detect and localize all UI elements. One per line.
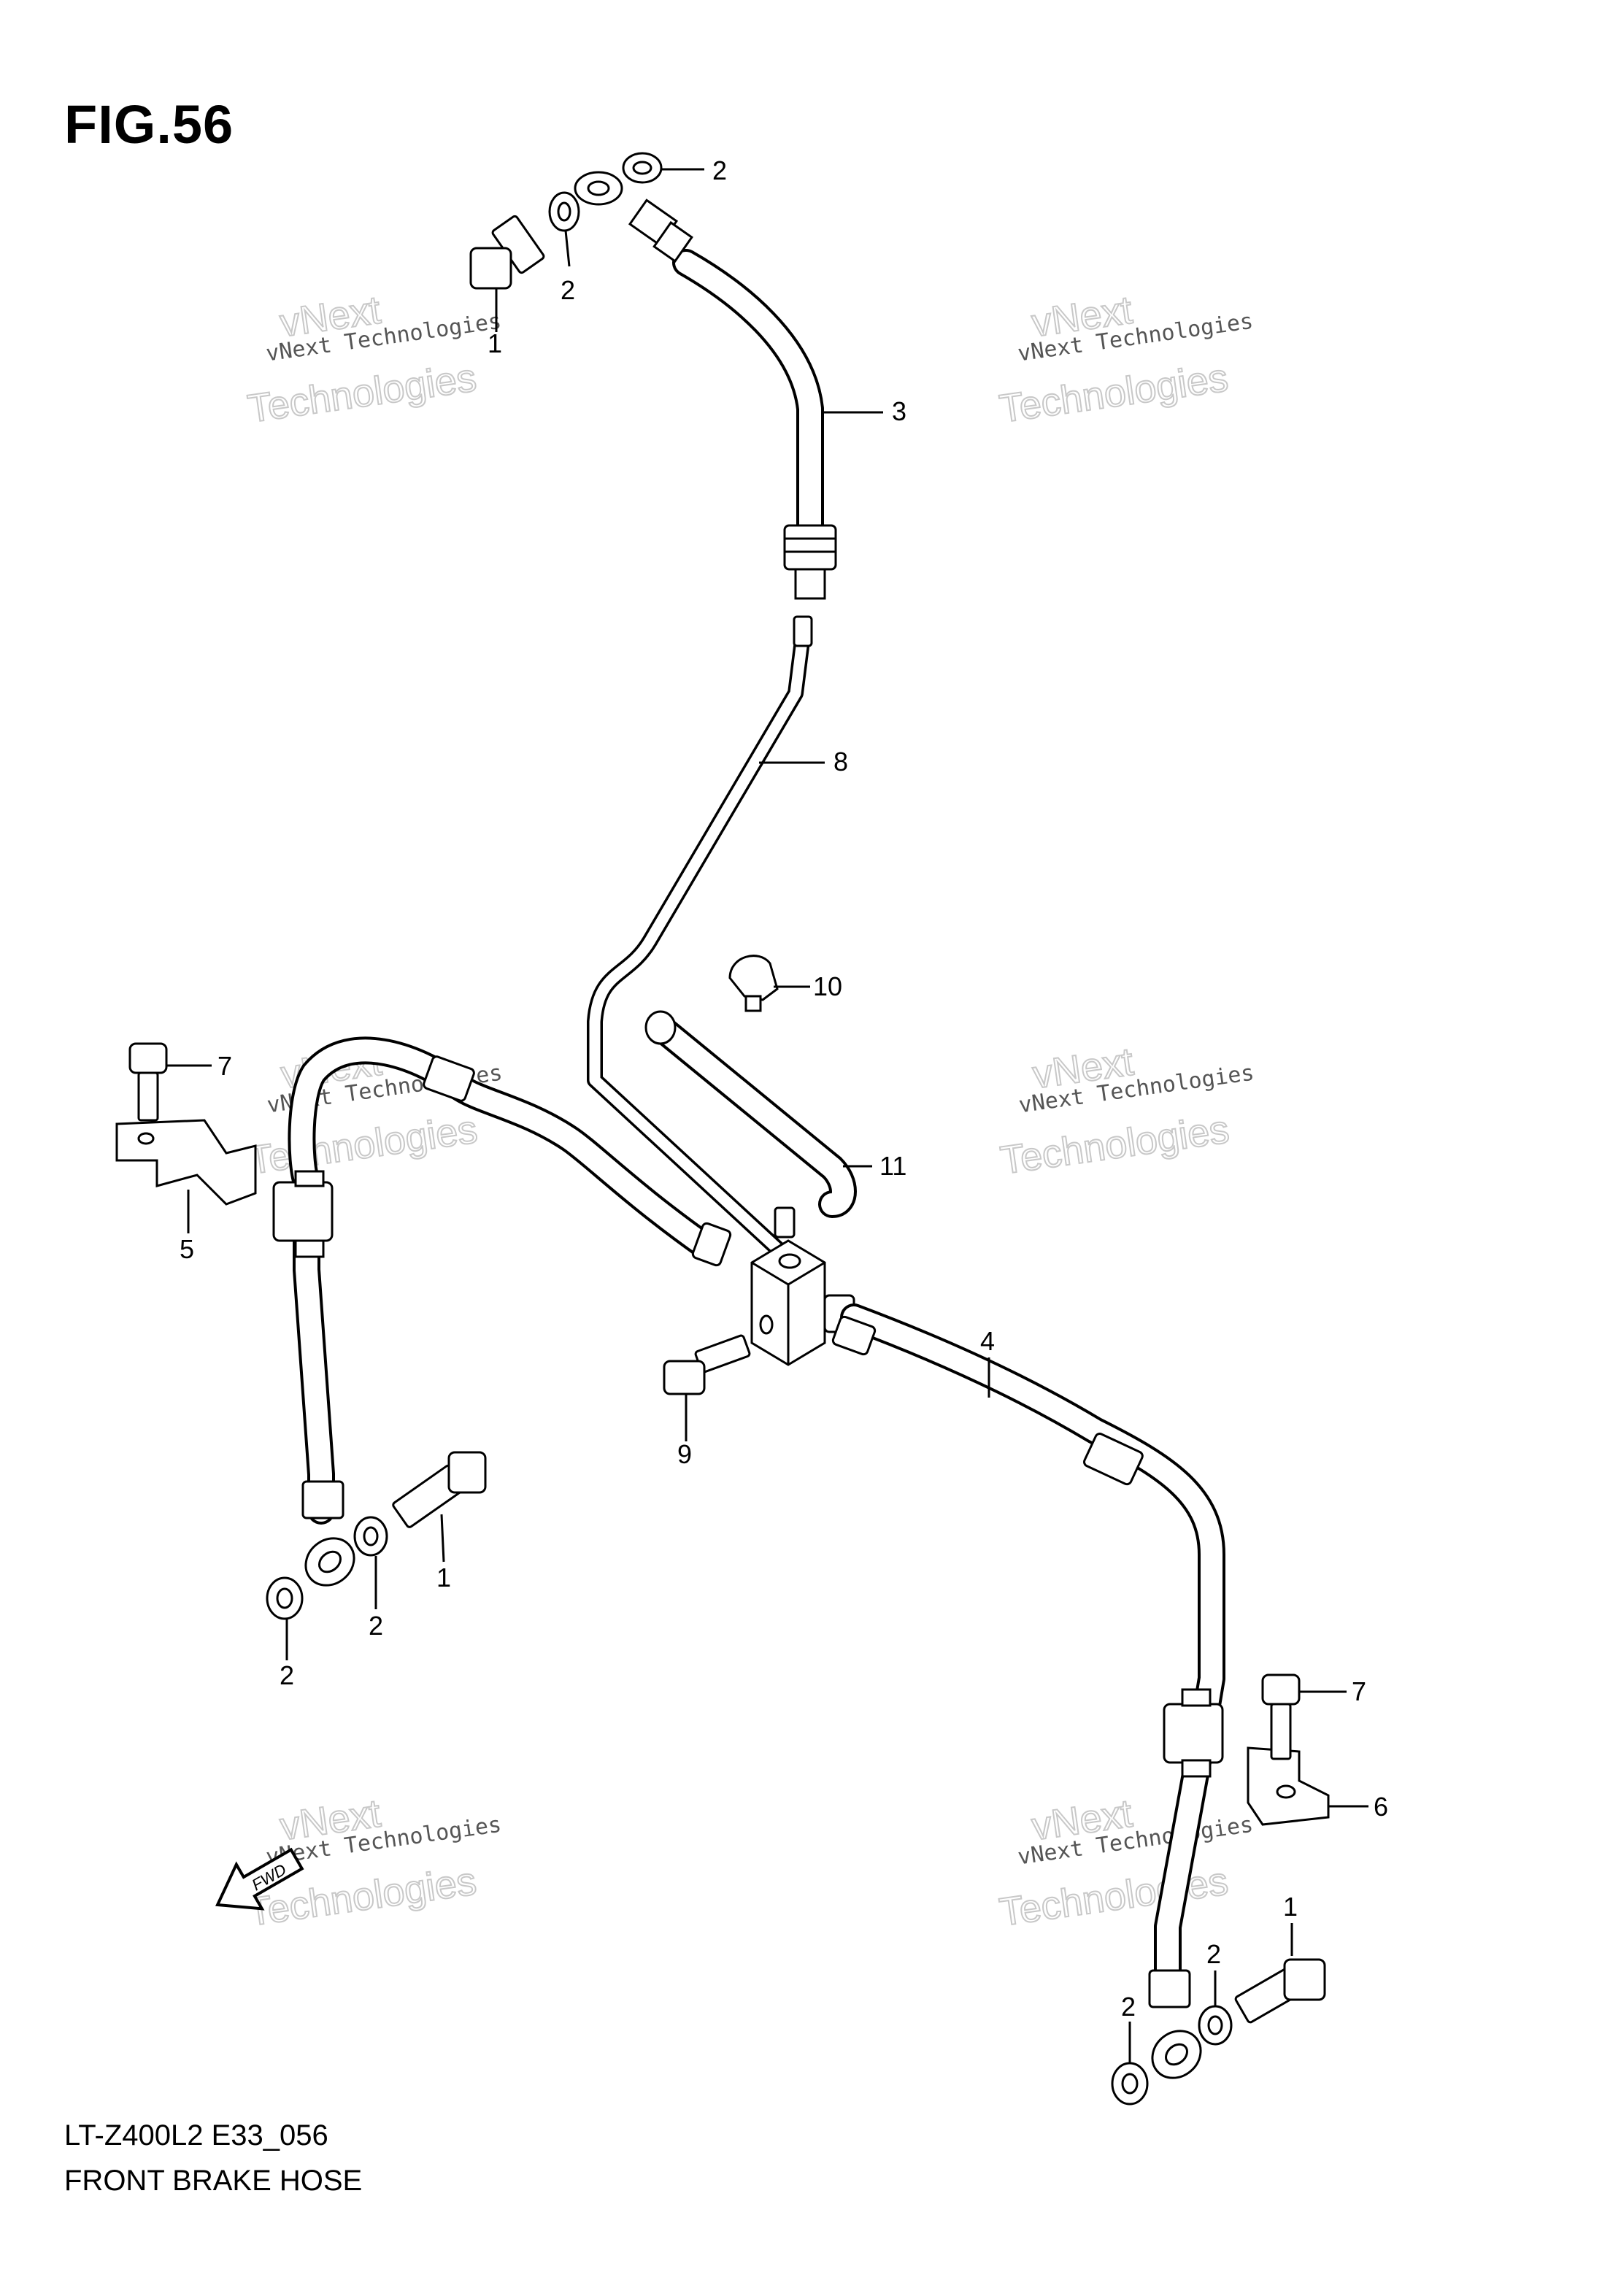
figure-title: FIG.56 bbox=[64, 94, 234, 155]
callout-2-top-right: 2 bbox=[712, 155, 727, 185]
callout-3: 3 bbox=[892, 396, 906, 426]
callout-7-right: 7 bbox=[1352, 1676, 1366, 1706]
washer-left-b bbox=[266, 1576, 304, 1660]
callout-1-top: 1 bbox=[488, 328, 502, 358]
washer-right-b bbox=[1111, 2022, 1149, 2106]
svg-text:Technologies: Technologies bbox=[997, 1859, 1231, 1934]
watermark-mid-right: vNext vNext Technologies Technologies bbox=[997, 1039, 1255, 1184]
brake-pipe bbox=[587, 615, 813, 1299]
right-hose-bracket bbox=[1247, 1746, 1368, 1826]
callout-2-right-b: 2 bbox=[1121, 1992, 1136, 2022]
washer-top-right bbox=[622, 152, 704, 184]
svg-text:Technologies: Technologies bbox=[997, 355, 1231, 431]
hose-clamp bbox=[728, 955, 779, 1012]
watermark-bottom-right: vNext vNext Technologies Technologies bbox=[996, 1791, 1255, 1935]
washer-top-left bbox=[548, 191, 580, 267]
callout-2-right-a: 2 bbox=[1206, 1939, 1221, 1969]
watermark-top-right: vNext vNext Technologies Technologies bbox=[996, 288, 1255, 432]
callout-6: 6 bbox=[1374, 1792, 1388, 1822]
callout-2-left-b: 2 bbox=[280, 1660, 294, 1690]
callout-5: 5 bbox=[180, 1234, 194, 1264]
watermark-bottom-left: vNext vNext Technologies Technologies bbox=[245, 1791, 503, 1935]
watermark-top-left: vNext vNext Technologies Technologies bbox=[245, 288, 503, 432]
right-brake-hose bbox=[831, 1303, 1225, 2079]
callout-2-left-a: 2 bbox=[369, 1611, 383, 1641]
upper-brake-hose bbox=[574, 171, 837, 600]
callout-11: 11 bbox=[879, 1151, 906, 1181]
left-hose-bracket bbox=[115, 1119, 257, 1233]
banjo-bolt-left bbox=[392, 1451, 487, 1563]
callout-7-left: 7 bbox=[217, 1051, 232, 1081]
bracket-bolt-right bbox=[1261, 1673, 1347, 1760]
banjo-bolt-right bbox=[1234, 1923, 1326, 2024]
bracket-bolt-left bbox=[128, 1042, 212, 1122]
svg-text:Technologies: Technologies bbox=[246, 1107, 480, 1182]
joint-bolt bbox=[663, 1334, 751, 1441]
callout-10: 10 bbox=[813, 971, 842, 1001]
svg-text:Technologies: Technologies bbox=[245, 355, 480, 431]
washer-left-a bbox=[353, 1516, 388, 1609]
callout-8: 8 bbox=[833, 747, 848, 777]
svg-text:Technologies: Technologies bbox=[998, 1107, 1232, 1182]
callout-1-right: 1 bbox=[1283, 1892, 1298, 1922]
model-code: LT-Z400L2 E33_056 bbox=[64, 2119, 328, 2151]
figure-name: FRONT BRAKE HOSE bbox=[64, 2165, 363, 2197]
washer-right-a bbox=[1198, 1971, 1233, 2046]
left-brake-hose bbox=[272, 1036, 732, 1587]
hose-protector bbox=[644, 1010, 857, 1218]
callout-9: 9 bbox=[677, 1439, 692, 1469]
banjo-bolt-top bbox=[469, 215, 545, 332]
fwd-arrow-icon: FWD bbox=[215, 1847, 304, 1911]
callout-4: 4 bbox=[980, 1326, 995, 1356]
callout-1-left: 1 bbox=[436, 1563, 451, 1592]
callout-2-top-left: 2 bbox=[561, 275, 575, 305]
